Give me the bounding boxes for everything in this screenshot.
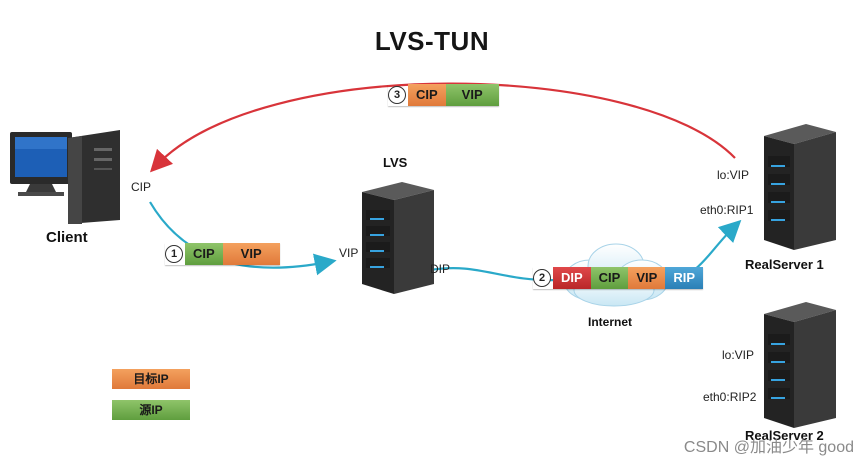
diagram-title: LVS-TUN [374, 26, 490, 56]
legend-dst-ip: 目标IP [112, 369, 190, 389]
realserver2-icon [764, 302, 836, 428]
step-1-badge: 1 [165, 245, 183, 263]
realserver2-label: RealServer 2 [745, 428, 824, 443]
lvs-server-icon [362, 182, 434, 294]
realserver1-label: RealServer 1 [745, 257, 824, 272]
legend-src-ip: 源IP [112, 400, 190, 420]
step-2-badge: 2 [533, 269, 551, 287]
packet-step-1: 1 CIP VIP [165, 243, 280, 265]
realserver2-lo-label: lo:VIP [722, 348, 755, 362]
client-computer-icon [10, 130, 120, 224]
realserver1-icon [764, 124, 836, 250]
return-arrow [149, 82, 736, 173]
packet-2-field-cip: CIP [590, 267, 629, 289]
realserver1-eth-label: eth0:RIP1 [700, 203, 754, 217]
packet-2-field-rip: RIP [665, 267, 703, 289]
packet-2-field-dip: DIP [553, 267, 591, 289]
packet-1-field-cip: CIP [185, 243, 223, 265]
watermark: CSDN @加油少年 good [683, 439, 854, 456]
lvs-label: LVS [383, 155, 408, 170]
realserver2-eth-label: eth0:RIP2 [703, 390, 757, 404]
step-3-badge: 3 [388, 86, 406, 104]
packet-3-field-cip: CIP [408, 84, 446, 106]
lvs-vip-label: VIP [339, 246, 359, 260]
lvs-dip-label: DIP [430, 262, 451, 276]
client-cip-label: CIP [131, 180, 152, 194]
realserver1-lo-label: lo:VIP [717, 168, 750, 182]
packet-step-3: 3 CIP VIP [388, 84, 499, 106]
packet-2-field-vip: VIP [628, 267, 666, 289]
packet-1-field-vip: VIP [222, 243, 280, 265]
packet-step-2: 2 DIP CIP VIP RIP [533, 267, 703, 289]
internet-label: Internet [588, 315, 633, 329]
client-label: Client [46, 229, 88, 246]
packet-3-field-vip: VIP [445, 84, 499, 106]
